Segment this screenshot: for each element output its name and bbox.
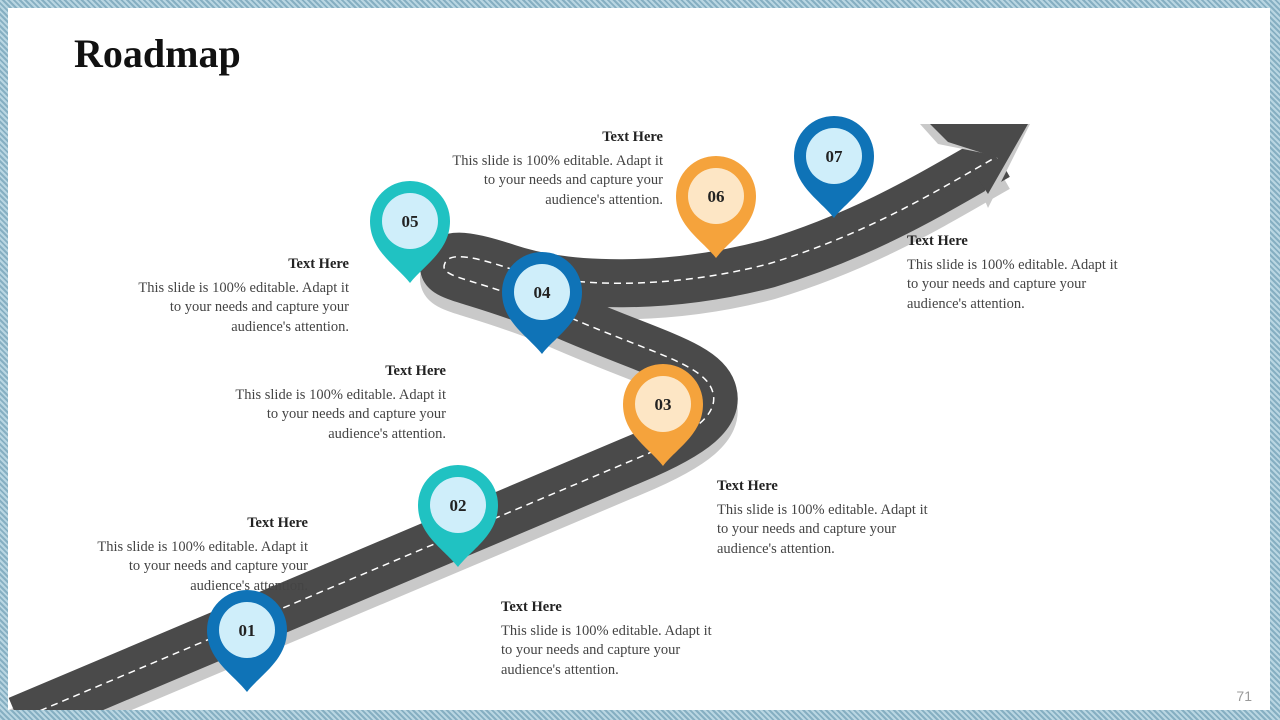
roadmap-road: 01 02 03 04 05 06 07 — [8, 116, 1030, 710]
pin-number: 01 — [239, 621, 256, 640]
milestone-body: This slide is 100% editable. Adapt it to… — [907, 256, 1118, 312]
milestone-body: This slide is 100% editable. Adapt it to… — [138, 279, 349, 335]
milestone-body: This slide is 100% editable. Adapt it to… — [235, 386, 446, 442]
milestone-pin-02: 02 — [418, 465, 498, 567]
pin-number: 02 — [450, 496, 467, 515]
milestone-heading: Text Here — [907, 233, 968, 249]
pin-inner-circle — [688, 168, 744, 224]
slide-title: Roadmap — [74, 31, 241, 76]
pin-number: 04 — [534, 283, 552, 302]
milestone-pin-04: 04 — [502, 252, 582, 354]
road-arrow-head — [930, 124, 1028, 194]
milestone-pin-06: 06 — [676, 156, 756, 258]
pin-inner-circle — [514, 264, 570, 320]
milestone-heading: Text Here — [501, 599, 562, 615]
milestone-07-text: Text Here This slide is 100% editable. A… — [907, 232, 1129, 314]
milestone-body: This slide is 100% editable. Adapt it to… — [501, 622, 712, 678]
milestone-body: This slide is 100% editable. Adapt it to… — [452, 152, 663, 208]
milestone-heading: Text Here — [717, 478, 778, 494]
milestone-heading: Text Here — [602, 129, 663, 145]
milestone-pin-07: 07 — [794, 116, 874, 218]
pin-inner-circle — [635, 376, 691, 432]
pin-number: 05 — [402, 212, 419, 231]
milestone-04-text: Text Here This slide is 100% editable. A… — [224, 362, 446, 444]
pin-inner-circle — [430, 477, 486, 533]
pin-inner-circle — [806, 128, 862, 184]
page-number: 71 — [1236, 688, 1252, 704]
milestone-05-text: Text Here This slide is 100% editable. A… — [127, 255, 349, 337]
milestone-02-text: Text Here This slide is 100% editable. A… — [501, 598, 723, 680]
slide: Roadmap 01 02 03 — [8, 8, 1270, 710]
milestone-heading: Text Here — [247, 515, 308, 531]
milestone-body: This slide is 100% editable. Adapt it to… — [717, 501, 928, 557]
milestone-03-text: Text Here This slide is 100% editable. A… — [717, 477, 939, 559]
milestone-heading: Text Here — [288, 256, 349, 272]
milestone-01-text: Text Here This slide is 100% editable. A… — [86, 514, 308, 596]
pin-number: 07 — [826, 147, 844, 166]
milestone-heading: Text Here — [385, 363, 446, 379]
pin-number: 06 — [708, 187, 725, 206]
milestone-pin-05: 05 — [370, 181, 450, 283]
milestone-pin-01: 01 — [207, 590, 287, 692]
pin-number: 03 — [655, 395, 672, 414]
milestone-06-text: Text Here This slide is 100% editable. A… — [441, 128, 663, 210]
milestone-body: This slide is 100% editable. Adapt it to… — [97, 538, 308, 594]
pin-inner-circle — [382, 193, 438, 249]
road-center-line — [39, 155, 999, 710]
pin-inner-circle — [219, 602, 275, 658]
milestone-pin-03: 03 — [623, 364, 703, 466]
